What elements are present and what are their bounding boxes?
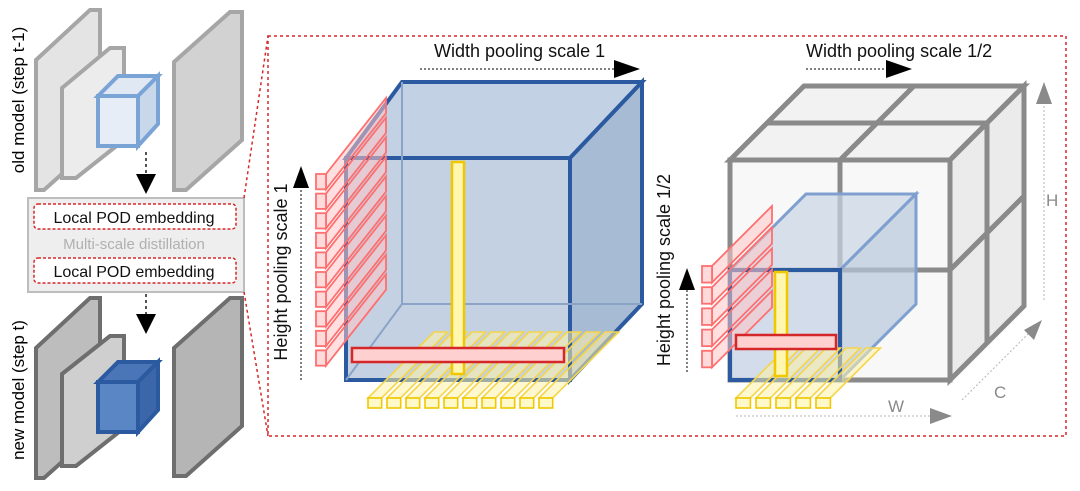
height-pool-cell [701, 328, 713, 348]
width-pool-cell [367, 397, 383, 409]
height-pool-cell [701, 349, 713, 369]
height-pool-cell [315, 192, 327, 210]
width-pool-cell [775, 397, 792, 409]
zoom-region [243, 35, 1067, 437]
c-axis-arrow [961, 325, 1037, 401]
w-axis-label: W [888, 397, 904, 416]
multi-scale-distillation-label: Multi-scale distillation [63, 236, 205, 253]
c-axis-label: C [994, 383, 1006, 402]
height-pool-strip-scale-half [701, 203, 773, 370]
width-label-scale1: Width pooling scale 1 [434, 41, 605, 61]
width-label-scale-half: Width pooling scale 1/2 [806, 41, 992, 61]
height-pooled-row-scale1 [350, 346, 566, 364]
height-pool-cell [315, 212, 327, 230]
width-pooled-column-scale-half [773, 270, 789, 378]
height-pooled-row-scale-half [734, 333, 838, 351]
height-label-scale1: Height pooling scale 1 [271, 183, 291, 360]
width-pool-cell [735, 397, 752, 409]
height-pool-cell [701, 286, 713, 305]
pod-embedding-top: Local POD embedding [54, 210, 215, 227]
width-pool-cell [424, 397, 440, 409]
width-pooled-column-scale1 [450, 160, 466, 376]
height-label-scale-half: Height pooling scale 1/2 [654, 174, 674, 366]
height-pool-strip-scale1 [315, 95, 387, 369]
width-pool-cell [443, 397, 459, 409]
width-pool-cell [405, 397, 421, 409]
old-model-label: old model (step t-1) [9, 27, 28, 173]
width-pool-cell [815, 397, 832, 409]
height-pool-cell [315, 290, 327, 308]
width-pool-cell [755, 397, 772, 409]
new-model-label: new model (step t) [9, 320, 28, 460]
height-pool-cell [315, 173, 327, 191]
height-pool-cell [315, 251, 327, 269]
height-pool-cell [701, 265, 713, 284]
scale1-panel [293, 60, 647, 409]
width-pool-cell [386, 397, 402, 409]
width-pool-cell [795, 397, 812, 409]
h-axis-label: H [1046, 191, 1058, 210]
height-pool-cell [315, 271, 327, 289]
height-pool-cell [315, 310, 327, 328]
width-pool-cell [519, 397, 535, 409]
new-feature-cube [93, 357, 163, 438]
old-feature-cube [93, 71, 163, 152]
height-pool-cell [315, 231, 327, 249]
old-model-network [34, 8, 244, 192]
width-pool-cell [462, 397, 478, 409]
pod-embedding-bottom: Local POD embedding [54, 264, 215, 281]
width-pool-cell [500, 397, 516, 409]
new-model-network [34, 296, 244, 480]
height-pool-cell [701, 307, 713, 326]
height-pool-cell [315, 329, 327, 347]
width-pool-cell [481, 397, 497, 409]
width-pool-cell [538, 397, 554, 409]
distillation-box [27, 197, 245, 293]
scale-half-panel [679, 60, 1052, 424]
height-pool-cell [315, 349, 327, 367]
